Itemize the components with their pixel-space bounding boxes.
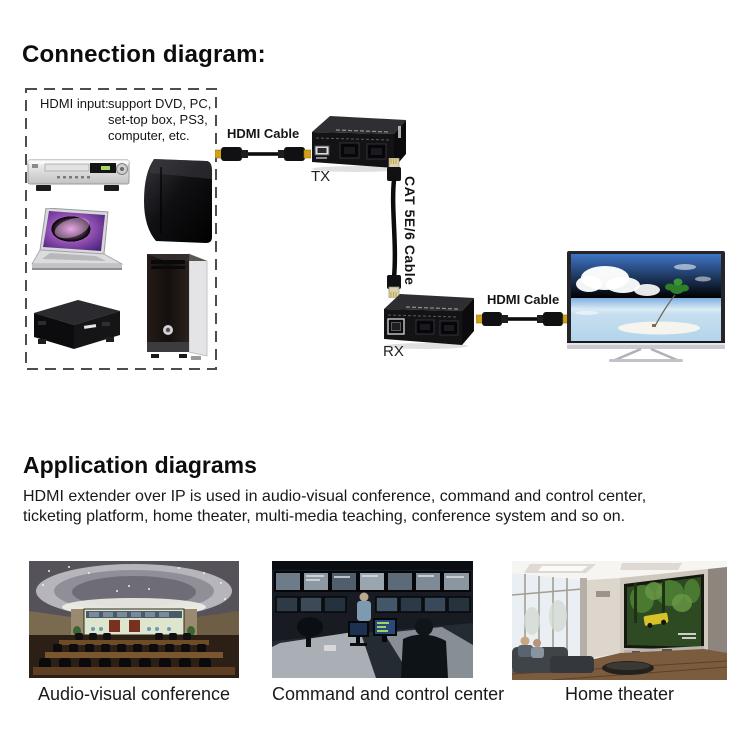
dvd-player-icon	[27, 159, 130, 191]
ps3-console-icon	[144, 159, 212, 243]
audio-visual-conference-photo	[29, 561, 239, 678]
cat-cable-label: CAT 5E/6 Cable	[402, 176, 418, 286]
command-control-center-photo	[272, 561, 473, 678]
application-diagrams-title: Application diagrams	[23, 452, 257, 478]
set-top-box-icon	[34, 300, 120, 349]
tx-label: TX	[311, 168, 331, 185]
connection-diagram-title: Connection diagram:	[22, 41, 266, 68]
tx-extender-icon	[312, 116, 406, 172]
rx-hdmi-cable-label: HDMI Cable	[487, 292, 560, 307]
caption-audio-visual-conference: Audio-visual conference	[37, 684, 231, 704]
rx-extender-icon	[384, 294, 474, 349]
hdmi-input-desc-line2: set-top box, PS3,	[108, 112, 208, 127]
application-desc-line1: HDMI extender over IP is used in audio-v…	[23, 488, 647, 505]
hdmi-input-desc-line3: computer, etc.	[108, 128, 190, 143]
laptop-icon	[31, 208, 124, 270]
caption-home-theater: Home theater	[564, 684, 675, 704]
pc-tower-icon	[147, 253, 208, 360]
rx-label: RX	[383, 343, 404, 360]
hdmi-input-label: HDMI input:	[40, 96, 109, 111]
application-desc-line2: ticketing platform, home theater, multi-…	[23, 508, 626, 525]
hdmi-input-desc-line1: support DVD, PC,	[108, 96, 212, 111]
hdmi-cable-icon	[215, 147, 311, 161]
tv-display-icon	[567, 251, 725, 362]
tx-hdmi-cable-label: HDMI Cable	[227, 126, 300, 141]
hdmi-input-dashed-box	[25, 88, 217, 370]
cat-cable-icon	[387, 158, 401, 298]
caption-command-control-center: Command and control center	[272, 684, 505, 704]
application-description: HDMI extender over IP is used in audio-v…	[23, 487, 646, 527]
hdmi-cable-icon	[476, 312, 570, 326]
home-theater-photo	[512, 561, 727, 680]
hdmi-input-description: support DVD, PC, set-top box, PS3, compu…	[108, 96, 211, 144]
